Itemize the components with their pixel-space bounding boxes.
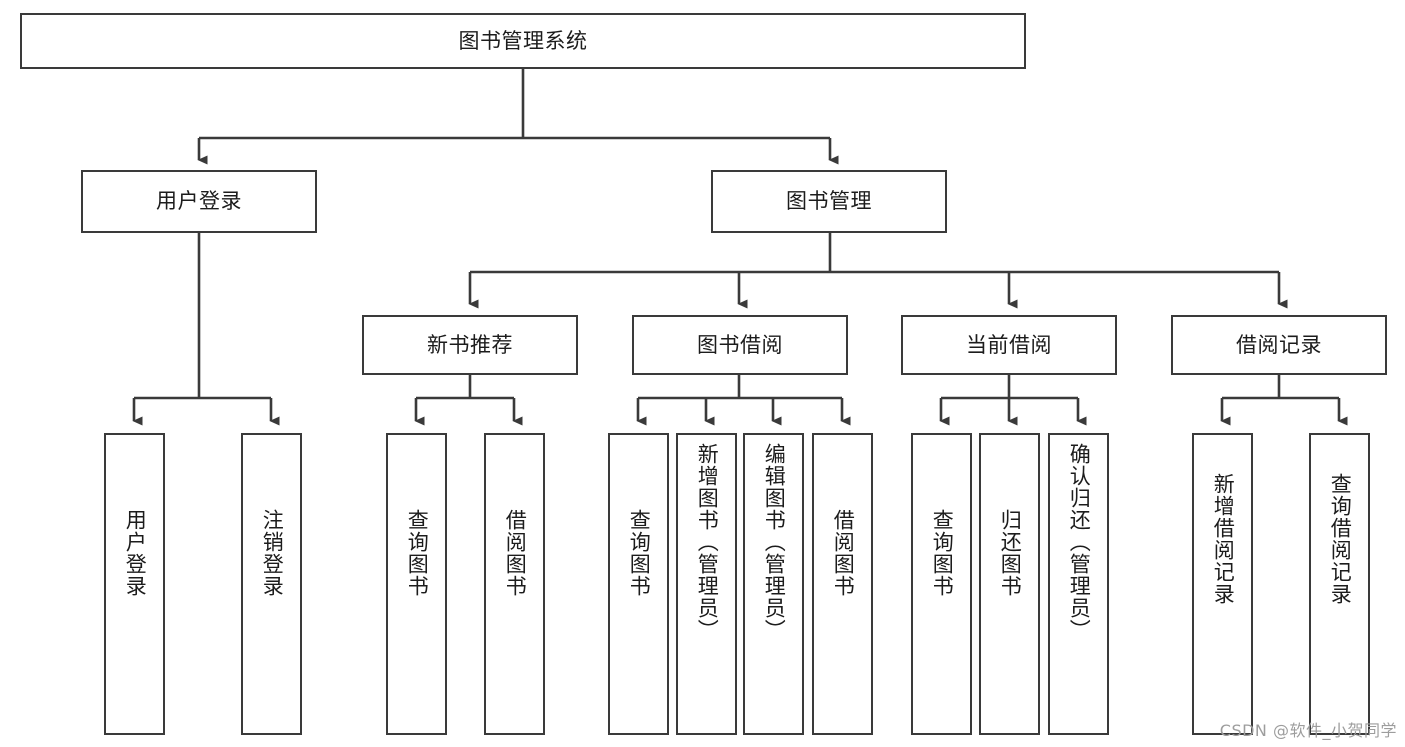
node-leaf-edit-book[interactable]: 编辑图书（管理员） <box>743 433 804 735</box>
node-leaf-query-book-3[interactable]: 查询图书 <box>911 433 972 735</box>
node-book-manage[interactable]: 图书管理 <box>711 170 947 233</box>
node-new-book-rec[interactable]: 新书推荐 <box>362 315 578 375</box>
node-current-borrow[interactable]: 当前借阅 <box>901 315 1117 375</box>
node-leaf-user-login[interactable]: 用户登录 <box>104 433 165 735</box>
node-book-borrow-label: 图书借阅 <box>697 332 783 357</box>
node-user-login-label: 用户登录 <box>156 189 242 214</box>
node-leaf-query-record-label: 查询借阅记录 <box>1328 473 1353 605</box>
node-root[interactable]: 图书管理系统 <box>20 13 1026 69</box>
node-borrow-record-label: 借阅记录 <box>1236 332 1322 357</box>
node-leaf-query-book-2-label: 查询图书 <box>627 509 652 597</box>
node-borrow-record[interactable]: 借阅记录 <box>1171 315 1387 375</box>
node-leaf-add-record-label: 新增借阅记录 <box>1211 473 1236 605</box>
node-leaf-return-book[interactable]: 归还图书 <box>979 433 1040 735</box>
node-leaf-user-login-label: 用户登录 <box>123 509 148 597</box>
node-leaf-logout[interactable]: 注销登录 <box>241 433 302 735</box>
node-leaf-edit-book-label: 编辑图书（管理员） <box>762 443 787 641</box>
node-leaf-query-book-3-label: 查询图书 <box>930 509 955 597</box>
node-leaf-confirm-return-label: 确认归还（管理员） <box>1067 443 1092 641</box>
node-book-borrow[interactable]: 图书借阅 <box>632 315 848 375</box>
node-leaf-return-book-label: 归还图书 <box>998 509 1023 597</box>
node-new-book-rec-label: 新书推荐 <box>427 332 513 357</box>
node-leaf-logout-label: 注销登录 <box>260 509 285 597</box>
node-leaf-add-record[interactable]: 新增借阅记录 <box>1192 433 1253 735</box>
node-leaf-add-book[interactable]: 新增图书（管理员） <box>676 433 737 735</box>
node-current-borrow-label: 当前借阅 <box>966 332 1052 357</box>
node-leaf-confirm-return[interactable]: 确认归还（管理员） <box>1048 433 1109 735</box>
node-leaf-borrow-book-1-label: 借阅图书 <box>503 509 528 597</box>
node-leaf-query-book-1[interactable]: 查询图书 <box>386 433 447 735</box>
node-leaf-query-book-2[interactable]: 查询图书 <box>608 433 669 735</box>
node-leaf-add-book-label: 新增图书（管理员） <box>695 443 720 641</box>
node-leaf-borrow-book-2-label: 借阅图书 <box>831 509 856 597</box>
node-leaf-query-book-1-label: 查询图书 <box>405 509 430 597</box>
node-user-login[interactable]: 用户登录 <box>81 170 317 233</box>
node-leaf-borrow-book-2[interactable]: 借阅图书 <box>812 433 873 735</box>
node-leaf-query-record[interactable]: 查询借阅记录 <box>1309 433 1370 735</box>
node-root-label: 图书管理系统 <box>458 28 588 53</box>
node-leaf-borrow-book-1[interactable]: 借阅图书 <box>484 433 545 735</box>
node-book-manage-label: 图书管理 <box>786 189 872 214</box>
